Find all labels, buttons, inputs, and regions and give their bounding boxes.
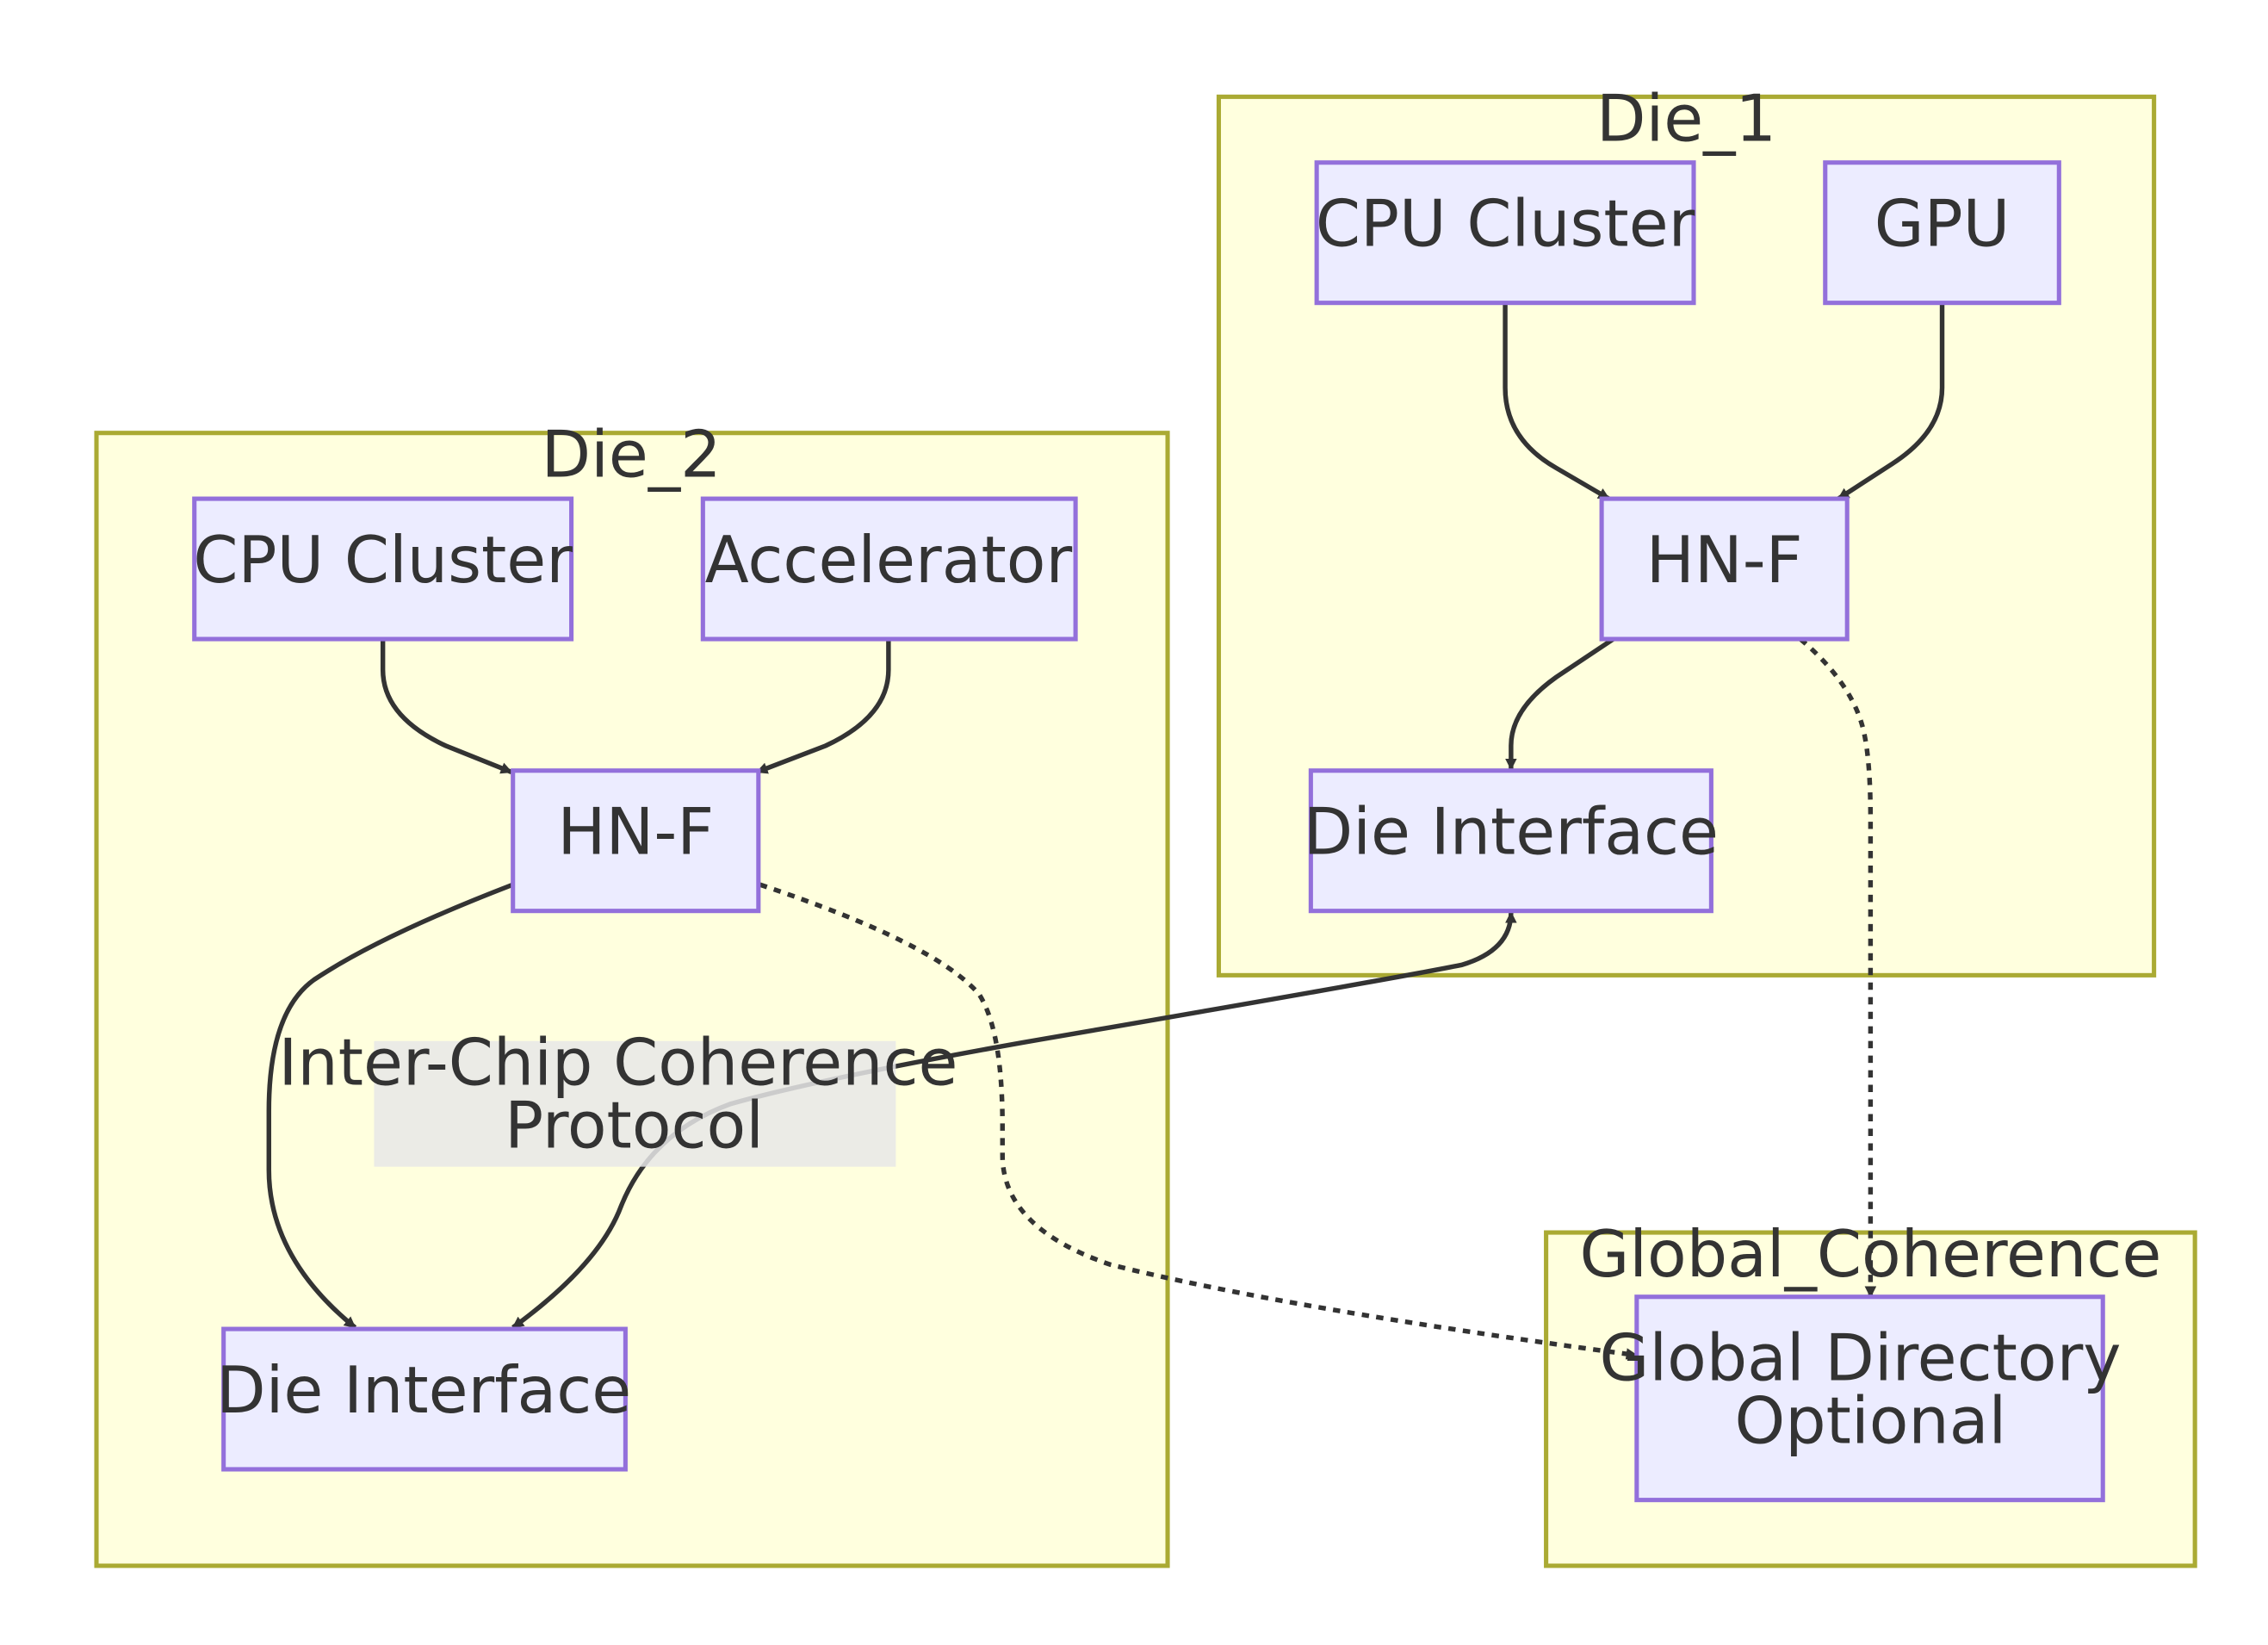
edge-label-interchip-line-2: Protocol [505,1089,764,1164]
edge-die1-hnf-to-interface [1505,636,1615,771]
edge-die1-cpu-to-hnf [1503,302,1610,501]
edge-label-interchip: Inter-Chip Coherence Protocol [278,1026,978,1167]
node-global-directory-line-1: Global Directory [1600,1320,2122,1395]
node-die2-hn-f-label: HN-F [557,794,714,869]
node-die2-die-interface[interactable]: Die Interface [216,1326,631,1472]
edge-label-interchip-line-1: Inter-Chip Coherence [278,1026,957,1101]
svg-text:Global Directory Optiona: Global Directory Optional [1600,1320,2142,1458]
node-die2-accelerator-label: Accelerator [705,523,1073,598]
node-die1-cpu-cluster[interactable]: CPU Cluster [1314,160,1696,306]
edge-die2-cpu-to-hnf [380,639,513,774]
edge-die2-accel-to-hnf [755,639,891,774]
edge-die1-hnf-to-global-directory [1799,636,1877,1299]
node-die2-cpu-cluster[interactable]: CPU Cluster [192,496,574,642]
node-global-directory-line-2: Optional [1735,1383,2007,1458]
cluster-die-2-title: Die_2 [542,418,722,493]
cluster-die-1-title: Die_1 [1596,81,1776,156]
node-die1-gpu[interactable]: GPU [1823,160,2061,306]
node-die1-hn-f-label: HN-F [1646,523,1803,598]
node-die1-hn-f[interactable]: HN-F [1599,496,1850,642]
node-die2-cpu-cluster-label: CPU Cluster [193,523,573,598]
node-die1-gpu-label: GPU [1875,186,2011,261]
node-die1-die-interface[interactable]: Die Interface [1304,768,1719,914]
node-die1-die-interface-label: Die Interface [1304,794,1719,869]
edge-die1-gpu-to-hnf [1837,302,1945,501]
edge-die2-hnf-to-interface [266,882,514,1330]
node-die1-cpu-cluster-label: CPU Cluster [1316,186,1695,261]
svg-text:Inter-Chip Coherence Pro: Inter-Chip Coherence Protocol [278,1026,978,1164]
node-die2-hn-f[interactable]: HN-F [511,768,761,914]
node-die2-die-interface-label: Die Interface [216,1353,631,1428]
node-global-directory[interactable]: Global Directory Optional [1600,1294,2142,1503]
node-die2-accelerator[interactable]: Accelerator [700,496,1078,642]
edge-die2-hnf-to-global-directory [759,882,1639,1360]
